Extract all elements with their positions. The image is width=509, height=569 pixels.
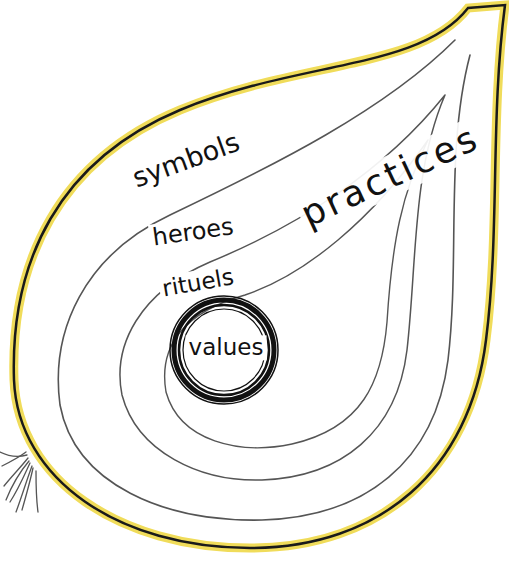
layer-label: values [186,335,267,360]
core-ring [170,296,278,404]
span-label: practices [292,116,488,235]
skin-glow [14,5,505,548]
root-strands [0,452,38,512]
layer-label: symbols [126,126,247,194]
core-ring [179,305,269,395]
core-ring [174,300,274,400]
layer-line [14,5,505,548]
layer-line [58,40,470,520]
